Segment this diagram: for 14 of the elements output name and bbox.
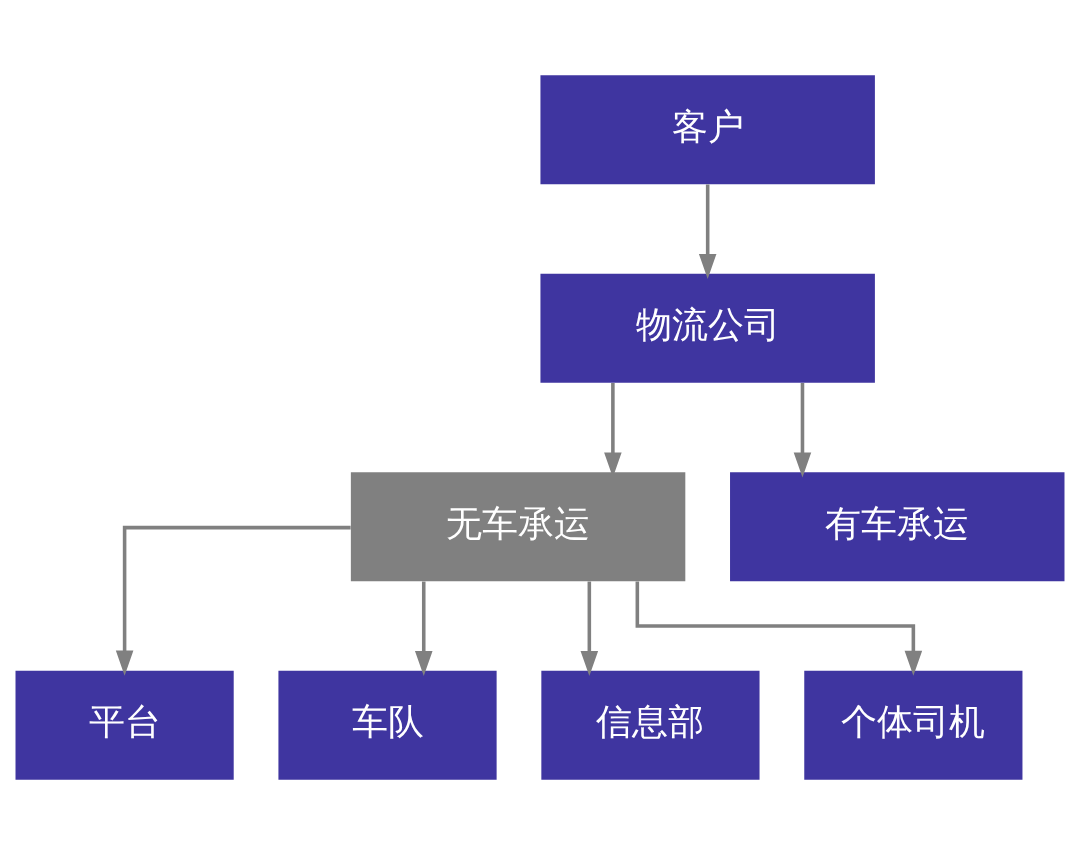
node-box: 客户 xyxy=(540,75,875,185)
node-box: 信息部 xyxy=(541,670,760,780)
arrow xyxy=(414,581,433,677)
node-box: 有车承运 xyxy=(730,472,1065,582)
node-box: 无车承运 xyxy=(350,472,686,582)
node-box: 车队 xyxy=(278,670,497,780)
node-box: 物流公司 xyxy=(540,273,875,383)
node-box: 个体司机 xyxy=(804,670,1023,780)
node-box: 平台 xyxy=(15,670,234,780)
arrow xyxy=(115,525,351,676)
arrow xyxy=(793,383,812,478)
arrow xyxy=(580,581,599,677)
arrow xyxy=(635,581,923,676)
arrow xyxy=(698,184,717,280)
